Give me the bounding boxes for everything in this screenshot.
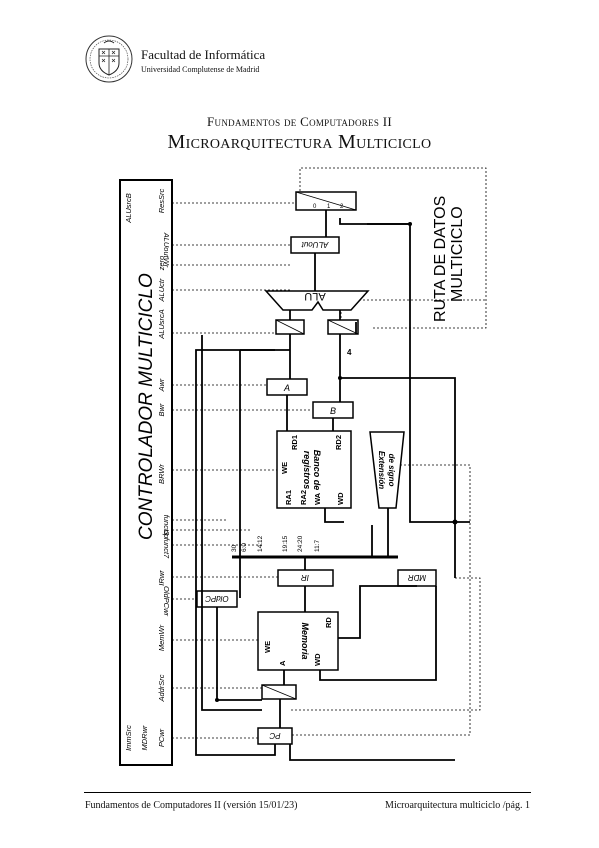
footer-version: Fundamentos de Computadores II (versión … [85,800,298,811]
signal-aluctr: ALUctr [157,278,166,302]
signal-aluoutwr: ALUoutWr [162,232,171,268]
datapath-title-1: RUTA DE DATOS [432,196,449,322]
svg-text:RA2: RA2 [299,490,308,505]
signal-op: op [162,530,171,538]
svg-text:WD: WD [336,492,345,505]
signext-label-1: Extensión [377,451,386,489]
register-file [276,430,352,509]
signal-irwr: IRwr [157,570,166,586]
datapath-title-2: MULTICICLO [449,206,466,302]
register-a-label: A [283,383,290,393]
svg-text:WE: WE [263,641,272,653]
signal-awr: Awr [157,378,166,392]
signal-brwr: BRWr [157,464,166,484]
signal-pcwr: PCwr [157,728,166,747]
signext-label-2: de signo [387,454,396,487]
course-title: Fundamentos de Computadores II [207,114,392,129]
signal-alusrcb: ALUsrcB [124,193,133,224]
svg-text:6:0: 6:0 [241,543,248,552]
signal-mdrwr: MDRwr [140,725,149,750]
svg-text:A: A [278,660,287,666]
svg-text:2: 2 [340,204,344,210]
svg-text:30: 30 [231,544,238,552]
svg-text:1: 1 [327,204,331,210]
constant-four: 4 [347,348,352,357]
aluout-label: ALUout [301,240,329,249]
svg-text:0: 0 [313,204,317,210]
register-b-label: B [330,406,336,416]
sign-extension [369,431,405,509]
result-mux: 0 1 2 [295,191,357,211]
svg-text:14:12: 14:12 [257,535,264,552]
svg-text:24:20: 24:20 [297,535,304,552]
signal-zero: zero [157,256,166,272]
svg-text:11:7: 11:7 [314,539,321,552]
svg-text:WA: WA [313,492,322,505]
alu-label: ALU [304,290,325,302]
ir-label: IR [301,573,309,582]
topic-title: Microarquitectura Multiciclo [167,131,432,153]
regfile-label-2: registros [302,451,312,490]
svg-text:RD2: RD2 [334,435,343,450]
signal-oldpcwr: OldPCwr [162,586,171,617]
svg-text:RD: RD [324,617,333,628]
controller-title: CONTROLADOR MULTICICLO [136,273,157,540]
signal-ressrc: ResSrc [157,188,166,213]
footer-rule [84,792,531,793]
signal-bwr: Bwr [157,403,166,416]
svg-text:RD1: RD1 [290,435,299,450]
svg-text:WD: WD [313,653,322,666]
signal-memwr: MemWr [157,624,166,651]
university-name: Universidad Complutense de Madrid [141,65,260,74]
oldpc-label: OldPC [205,594,229,603]
svg-text:WE: WE [280,462,289,474]
regfile-label-1: Banco de [312,450,322,491]
signal-addrsrc: AddrSrc [157,674,166,702]
controller-box [119,179,173,766]
pc-label: PC [269,731,280,740]
signal-funct7: funct7 [162,538,171,559]
svg-text:RA1: RA1 [284,490,293,505]
memory [257,611,339,671]
signal-alusrca: ALUsrcA [157,309,166,340]
footer-page: Microarquitectura multiciclo /pág. 1 [385,800,530,811]
university-seal-logo [85,35,133,83]
signal-funct3: funct3 [162,515,171,536]
faculty-name: Facultad de Informática [141,47,266,62]
alu [264,290,370,311]
svg-text:19:15: 19:15 [282,535,289,552]
memory-label: Memoria [300,622,310,659]
mdr-label: MDR [408,573,426,582]
signal-immsrc: ImmSrc [124,725,133,751]
